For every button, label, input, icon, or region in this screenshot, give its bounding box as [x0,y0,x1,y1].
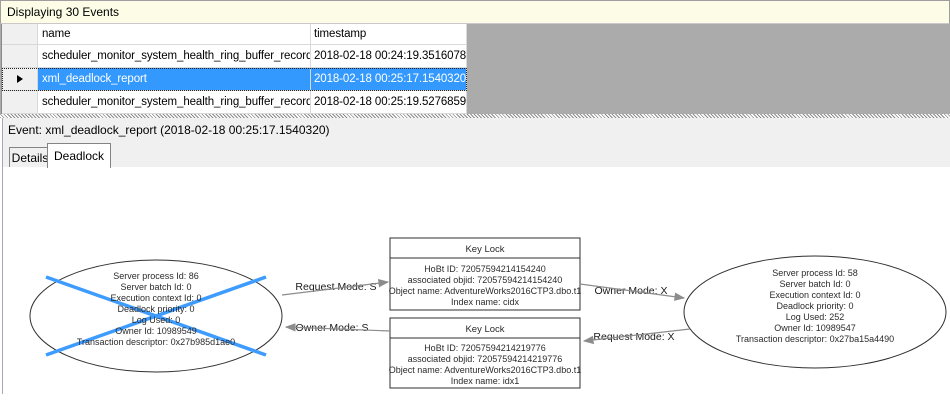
event-name-cell[interactable]: xml_deadlock_report [38,68,311,91]
selected-event-bar: Event: xml_deadlock_report (2018-02-18 0… [3,118,950,142]
row-header-cell[interactable] [2,91,38,114]
event-timestamp-cell[interactable]: 2018-02-18 00:25:17.1540320 [311,68,467,91]
events-grid-header-row: name timestamp [2,24,467,45]
events-grid-rows: scheduler_monitor_system_health_ring_buf… [2,45,467,114]
tab-details[interactable]: Details [9,147,51,167]
events-count-bar: Displaying 30 Events [0,0,950,24]
events-grid: name timestamp scheduler_monitor_system_… [1,24,467,114]
detail-tab-strip: Details Deadlock [3,142,950,168]
events-count-label: Displaying 30 Events [7,5,120,19]
current-row-arrow-icon [16,75,23,83]
event-timestamp-cell[interactable]: 2018-02-18 00:24:19.3516078 [311,45,467,68]
column-header-timestamp[interactable]: timestamp [311,24,467,45]
event-detail-panel: Event: xml_deadlock_report (2018-02-18 0… [2,118,950,394]
grid-corner-cell [2,24,38,45]
tab-deadlock[interactable]: Deadlock [47,143,111,168]
row-header-cell[interactable] [2,45,38,68]
selected-event-label: Event: xml_deadlock_report (2018-02-18 0… [8,123,330,137]
events-grid-area: name timestamp scheduler_monitor_system_… [0,24,950,114]
horizontal-splitter[interactable] [0,114,950,118]
current-row-indicator-cell[interactable] [2,68,38,91]
event-row[interactable]: scheduler_monitor_system_health_ring_buf… [2,91,467,114]
event-timestamp-cell[interactable]: 2018-02-18 00:25:19.5276859 [311,91,467,114]
event-row[interactable]: scheduler_monitor_system_health_ring_buf… [2,45,467,68]
column-header-name[interactable]: name [38,24,311,45]
deadlock-tab-content [3,167,950,394]
event-name-cell[interactable]: scheduler_monitor_system_health_ring_buf… [38,91,311,114]
event-name-cell[interactable]: scheduler_monitor_system_health_ring_buf… [38,45,311,68]
